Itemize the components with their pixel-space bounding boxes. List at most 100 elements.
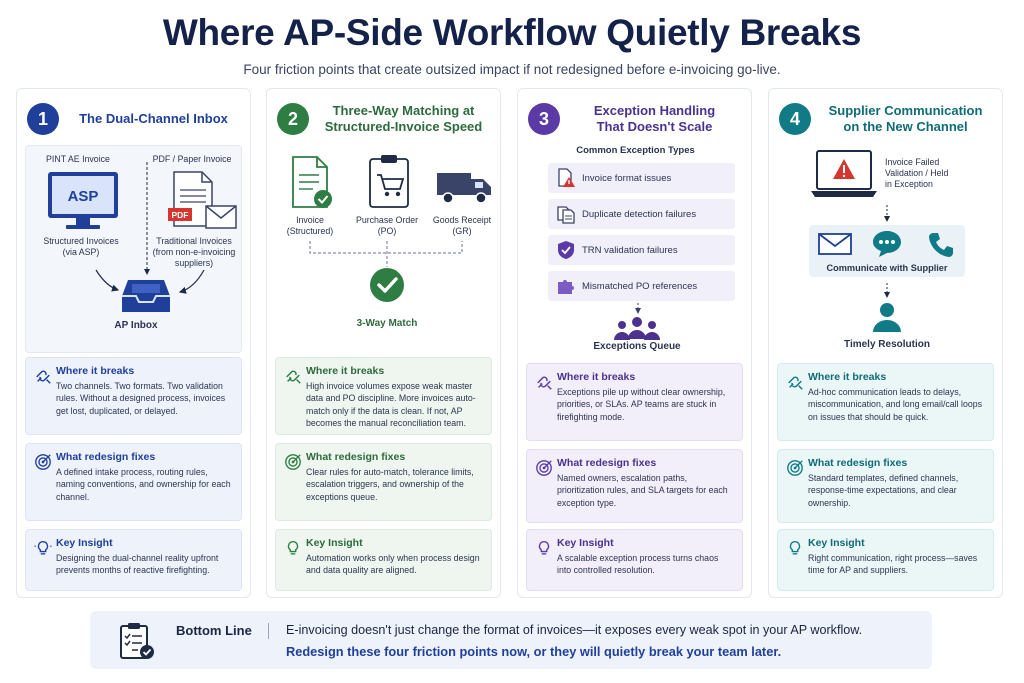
exception-types-heading: Common Exception Types [576,145,695,156]
exception-item: Invoice format issues [548,163,735,193]
where-it-breaks-box: Where it breaks Ad-hoc communication lea… [777,363,994,441]
fix-title: What redesign fixes [557,457,657,469]
where-text: High invoice volumes expose weak master … [306,381,476,428]
bottom-line-text: E-invoicing doesn't just change the form… [286,623,863,637]
insight-text: Automation works only when process desig… [306,553,480,576]
laptop-alert-icon [811,150,877,197]
page-subtitle: Four friction points that create outsize… [243,62,781,77]
column-title: Three-Way Matching at Structured-Invoice… [324,103,483,134]
insight-text: A scalable exception process turns chaos… [557,553,719,576]
broken-link-icon [286,370,301,384]
timely-resolution-label: Timely Resolution [844,339,930,350]
pdf-paper-label: PDF / Paper Invoice [152,154,232,164]
column-dual-channel-inbox: 1 The Dual-Channel Inbox PINT AE Invoice… [16,88,251,598]
what-redesign-fixes-box: What redesign fixes A defined intake pro… [25,443,242,521]
exception-types-diagram: Common Exception Types Invoice format is… [526,145,743,353]
people-group-icon [614,317,660,340]
fix-text: Standard templates, defined channels, re… [808,473,959,508]
invoice-caption: Invoice (Structured) [286,215,334,236]
ap-inbox-label: AP Inbox [114,320,158,331]
where-text: Two channels. Two formats. Two validatio… [56,381,226,416]
email-icon [818,233,852,255]
bottom-line-label: Bottom Line [176,623,252,638]
shield-check-icon [558,241,574,259]
pint-ae-label: PINT AE Invoice [46,154,110,164]
step-number-badge: 3 [528,103,560,135]
lightbulb-icon [538,541,550,555]
bottom-line-banner: Bottom Line E-invoicing doesn't just cha… [90,611,932,669]
fix-title: What redesign fixes [808,457,908,469]
matching-diagram: Invoice (Structured) Purchase Order (PO)… [275,145,492,353]
target-icon [285,454,301,470]
where-it-breaks-box: Where it breaks High invoice volumes exp… [275,357,492,435]
column-header: 3 Exception Handling That Doesn't Scale [528,97,743,141]
key-insight-box: Key Insight Designing the dual-channel r… [25,529,242,591]
traditional-invoices-caption: Traditional Invoices (from non-e-invoici… [152,236,236,268]
column-header: 4 Supplier Communication on the New Chan… [779,97,994,141]
what-redesign-fixes-box: What redesign fixes Clear rules for auto… [275,443,492,521]
flow-arrows [884,205,890,298]
column-title: Exception Handling That Doesn't Scale [593,103,716,134]
target-icon [787,460,803,476]
where-title: Where it breaks [557,371,636,383]
queue-arrow [635,303,641,314]
match-connectors [309,241,463,267]
where-title: Where it breaks [808,371,887,383]
paper-document-icon: PDF [168,171,237,229]
fix-text: Clear rules for auto-match, tolerance li… [306,467,474,502]
fix-title: What redesign fixes [56,451,156,463]
page-title: Where AP-Side Workflow Quietly Breaks [162,12,862,53]
column-title: Supplier Communication on the New Channe… [828,103,983,134]
chat-bubble-icon [873,231,901,257]
exception-item: Duplicate detection failures [548,199,735,229]
duplicate-documents-icon [557,206,575,224]
step-number-badge: 4 [779,103,811,135]
broken-link-icon [537,376,552,390]
document-warning-icon [558,168,575,187]
insight-title: Key Insight [808,537,865,549]
lightbulb-icon [789,541,801,555]
divider [268,623,269,639]
checklist-clipboard-icon [120,623,154,659]
invoice-failed-caption: Invoice Failed Validation / Held in Exce… [885,157,949,189]
where-title: Where it breaks [56,365,135,377]
puzzle-piece-icon [558,280,574,294]
exception-item: TRN validation failures [548,235,735,265]
where-text: Ad-hoc communication leads to delays, mi… [808,387,983,422]
step-number-badge: 2 [277,103,309,135]
inbox-diagram: PINT AE Invoice PDF / Paper Invoice ASP … [25,145,242,353]
insight-text: Designing the dual-channel reality upfro… [56,553,219,576]
broken-link-icon [36,370,51,384]
communicate-with-supplier-label: Communicate with Supplier [826,263,948,273]
purchase-order-clipboard-icon [369,155,409,208]
flow-arrows [95,162,205,294]
check-circle-icon [370,268,404,302]
exception-item-label: Duplicate detection failures [582,208,697,220]
where-title: Where it breaks [306,365,385,377]
what-redesign-fixes-box: What redesign fixes Standard templates, … [777,449,994,523]
key-insight-box: Key Insight Automation works only when p… [275,529,492,591]
column-supplier-communication: 4 Supplier Communication on the New Chan… [768,88,1003,598]
exception-item-label: Mismatched PO references [582,280,698,292]
step-number-badge: 1 [27,103,59,135]
broken-link-icon [788,376,803,390]
exception-item-label: Invoice format issues [582,172,672,184]
key-insight-box: Key Insight A scalable exception process… [526,529,743,591]
insight-title: Key Insight [557,537,614,549]
column-header: 2 Three-Way Matching at Structured-Invoi… [277,97,492,141]
supplier-communication-diagram: Invoice Failed Validation / Held in Exce… [777,145,994,353]
fix-text: Named owners, escalation paths, prioriti… [557,473,728,508]
where-text: Exceptions pile up without clear ownersh… [557,387,726,422]
inbox-tray-icon [122,280,170,312]
monitor-icon: ASP [48,172,118,229]
column-title: The Dual-Channel Inbox [79,111,228,126]
column-three-way-matching: 2 Three-Way Matching at Structured-Invoi… [266,88,501,598]
delivery-truck-icon [437,173,491,204]
purchase-order-caption: Purchase Order (PO) [355,215,419,236]
bottom-line-callout: Redesign these four friction points now,… [286,644,782,659]
what-redesign-fixes-box: What redesign fixes Named owners, escala… [526,449,743,523]
asp-text: ASP [68,188,99,205]
lightbulb-icon [287,541,299,555]
column-exception-handling: 3 Exception Handling That Doesn't Scale … [517,88,752,598]
insight-title: Key Insight [306,537,363,549]
